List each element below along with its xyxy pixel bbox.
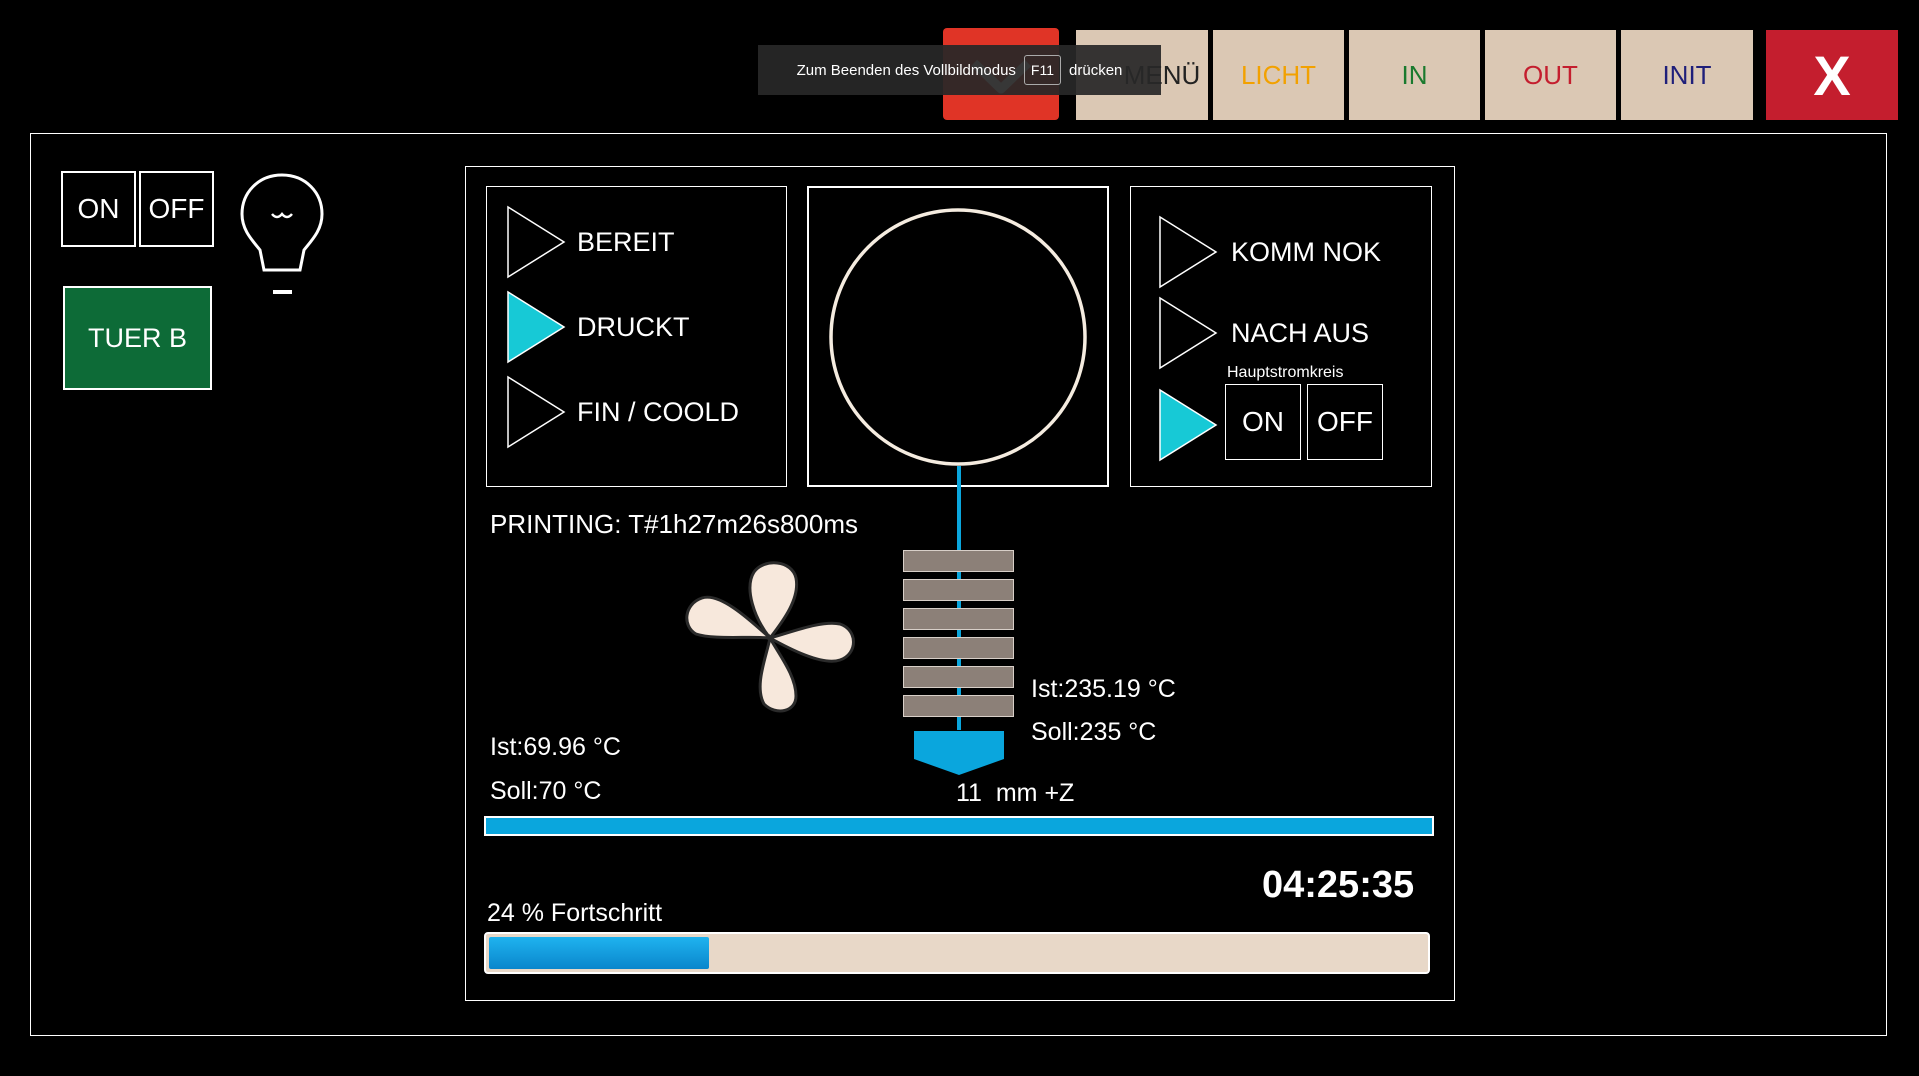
heater-block — [903, 579, 1014, 601]
printing-time: PRINTING: T#1h27m26s800ms — [490, 509, 858, 539]
nozzle-icon — [914, 731, 1004, 775]
heater-block — [903, 550, 1014, 572]
init-label: INIT — [1662, 59, 1712, 90]
state-item: FIN / COOLD — [506, 375, 739, 449]
light-off-label: OFF — [148, 193, 205, 224]
out-label: OUT — [1523, 59, 1578, 90]
state-inactive-triangle-icon — [1159, 215, 1218, 289]
fan-icon — [685, 561, 855, 713]
state-item: KOMM NOK — [1158, 215, 1381, 289]
toast-prefix: Zum Beenden des Vollbildmodus — [796, 61, 1016, 79]
state-active-triangle-icon — [507, 290, 566, 364]
bed-target-temp: Soll:70 °C — [490, 777, 602, 805]
main-circuit-on-label: ON — [1242, 406, 1284, 437]
state-label: DRUCKT — [577, 311, 690, 342]
progress-label: 24 % Fortschritt — [487, 899, 663, 927]
bed-actual-temp: Ist:69.96 °C — [490, 733, 621, 761]
state-label: KOMM NOK — [1231, 236, 1382, 267]
nozzle-target-temp: Soll:235 °C — [1031, 718, 1157, 746]
in-label: IN — [1401, 59, 1428, 90]
toast-suffix: drücken — [1069, 61, 1123, 79]
main-circuit-caption: Hauptstromkreis — [1227, 364, 1344, 381]
in-button[interactable]: IN — [1349, 30, 1480, 120]
state-item: NACH AUS — [1158, 296, 1369, 370]
light-on-button[interactable]: ON — [61, 171, 136, 247]
state-inactive-triangle-icon — [507, 375, 566, 449]
clock: 04:25:35 — [1262, 864, 1415, 906]
nozzle-actual-temp: Ist:235.19 °C — [1031, 675, 1176, 703]
state-inactive-triangle-icon — [1159, 296, 1218, 370]
state-item: DRUCKT — [506, 290, 690, 364]
heater-block — [903, 608, 1014, 630]
close-label: X — [1813, 43, 1851, 107]
light-on-label: ON — [77, 193, 120, 224]
light-off-button[interactable]: OFF — [139, 171, 214, 247]
main-circuit-on-button[interactable]: ON — [1225, 384, 1301, 460]
licht-button[interactable]: LICHT — [1213, 30, 1344, 120]
door-b-indicator[interactable]: TUER B — [63, 286, 212, 390]
progress-fill — [489, 937, 710, 969]
licht-label: LICHT — [1240, 59, 1317, 90]
fullscreen-toast: Zum Beenden des Vollbildmodus F11 drücke… — [758, 45, 1161, 95]
print-bed-bar — [484, 816, 1434, 836]
toast-key: F11 — [1023, 55, 1062, 85]
state-box-left — [486, 186, 787, 487]
state-label: BEREIT — [577, 226, 675, 257]
state-label: NACH AUS — [1231, 317, 1370, 348]
heater-block — [903, 695, 1014, 717]
print-bed-circle — [829, 208, 1087, 466]
main-circuit-off-button[interactable]: OFF — [1307, 384, 1383, 460]
lightbulb-icon — [240, 173, 324, 294]
out-button[interactable]: OUT — [1485, 30, 1616, 120]
door-b-label: TUER B — [87, 322, 187, 353]
heater-block — [903, 637, 1014, 659]
init-button[interactable]: INIT — [1621, 30, 1753, 120]
state-label: FIN / COOLD — [577, 396, 740, 427]
heater-block — [903, 666, 1014, 688]
state-inactive-triangle-icon — [507, 205, 566, 279]
state-box-right — [1130, 186, 1432, 487]
state-item: BEREIT — [506, 205, 675, 279]
main-circuit-indicator — [1159, 388, 1218, 462]
main-frame — [30, 133, 1887, 1036]
progress-bar — [484, 932, 1430, 974]
close-button[interactable]: X — [1766, 30, 1898, 120]
z-position: 11 mm +Z — [956, 779, 1075, 807]
main-circuit-off-label: OFF — [1317, 406, 1373, 437]
printer-panel — [465, 166, 1455, 1001]
